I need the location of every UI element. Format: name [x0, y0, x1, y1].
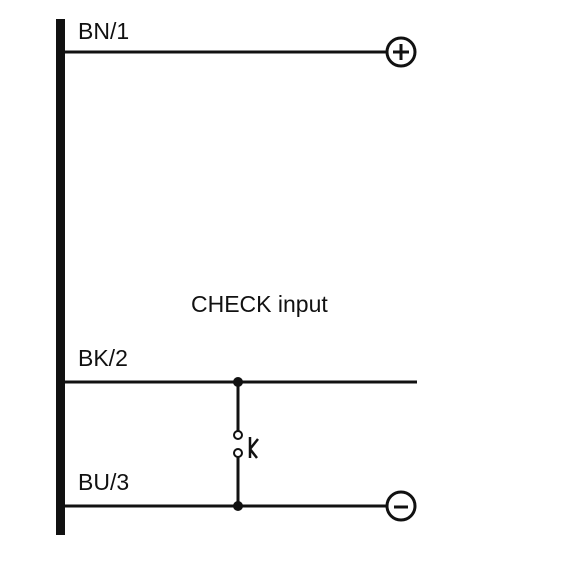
negative-terminal-icon [385, 490, 417, 522]
wire-bn1: BN/1 [65, 18, 417, 68]
contact-terminal-top [233, 430, 243, 440]
contact-actuator-mark [248, 437, 259, 459]
wire-bu3: BU/3 [65, 469, 417, 522]
wire-bk2: BK/2 [65, 345, 417, 384]
check-input-label: CHECK input [191, 291, 328, 317]
wire-bu3-label: BU/3 [78, 469, 129, 495]
normally-open-contact-icon [233, 377, 259, 511]
contact-terminal-bottom [233, 448, 243, 458]
bus-bar [56, 19, 65, 535]
positive-terminal-icon [385, 36, 417, 68]
wire-bk2-label: BK/2 [78, 345, 128, 371]
wire-bn1-label: BN/1 [78, 18, 129, 44]
